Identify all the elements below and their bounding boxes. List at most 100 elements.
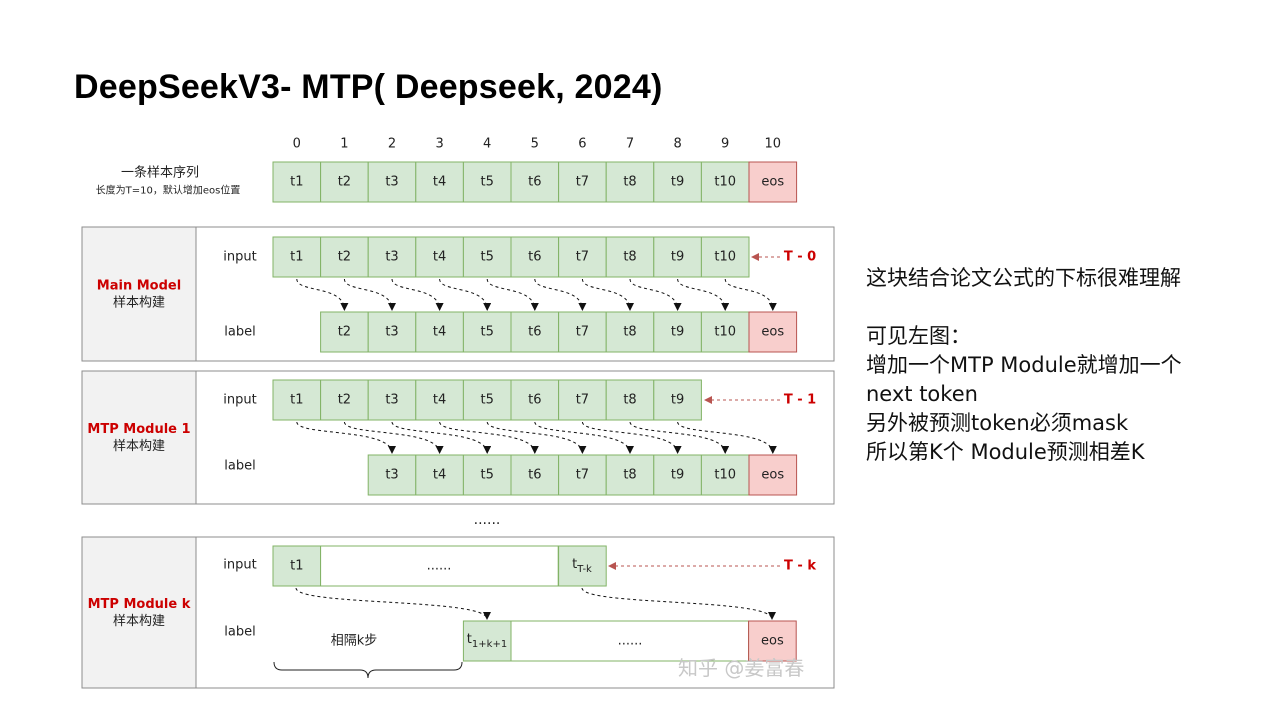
main-input-token-4 bbox=[415, 236, 464, 278]
mtpk-label-first bbox=[462, 620, 512, 662]
main-label-token-text-3: t4 bbox=[433, 325, 446, 340]
mtpk-input-first bbox=[272, 545, 322, 587]
note-line-5: 另外被预测token必须mask bbox=[866, 411, 1129, 435]
index-9: 9 bbox=[721, 137, 729, 152]
note-line-4: next token bbox=[866, 382, 978, 406]
mtp1-label-token-7 bbox=[653, 454, 702, 496]
main-shift-arrow bbox=[343, 278, 396, 311]
main-input-token-text-6: t6 bbox=[528, 250, 541, 265]
sequence-label: 一条样本序列 bbox=[121, 165, 199, 181]
sequence-token-text-7: t7 bbox=[576, 175, 589, 190]
sequence-token-2 bbox=[320, 161, 369, 203]
mtp1-input-token-6 bbox=[510, 379, 560, 421]
mtpk-sub: 样本构建 bbox=[113, 614, 165, 629]
mtp1-input-token-9 bbox=[653, 379, 702, 421]
mtp1-shift-arrow bbox=[677, 421, 777, 454]
sequence-token-10 bbox=[700, 161, 750, 203]
index-5: 5 bbox=[531, 137, 539, 152]
main-input-token-text-1: t1 bbox=[290, 250, 303, 265]
sequence-token-text-1: t1 bbox=[290, 175, 303, 190]
sequence-token-text-9: t9 bbox=[671, 175, 684, 190]
sequence-token-text-11: eos bbox=[761, 175, 784, 190]
main-shift-arrow bbox=[486, 278, 539, 311]
mtp1-shift-arrow bbox=[629, 421, 730, 454]
mtp1-input-token-text-2: t2 bbox=[338, 393, 351, 408]
main-label-token-text-10: eos bbox=[761, 325, 784, 340]
main-label-token-3 bbox=[415, 311, 464, 353]
main-label-token-text-1: t2 bbox=[338, 325, 351, 340]
mtp1-shift-arrow bbox=[581, 421, 682, 454]
sequence-token-text-3: t3 bbox=[385, 175, 398, 190]
main-label-token-4 bbox=[462, 311, 512, 353]
mtp1-input-token-text-6: t6 bbox=[528, 393, 541, 408]
mtp1-label-token-text-6: t8 bbox=[623, 468, 636, 483]
sequence-token-text-8: t8 bbox=[623, 175, 636, 190]
page-title: DeepSeekV3- MTP( Deepseek, 2024) bbox=[74, 68, 663, 106]
mtp1-label-token-text-1: t3 bbox=[385, 468, 398, 483]
main-input-token-1 bbox=[272, 236, 322, 278]
explanation-notes: 这块结合论文公式的下标很难理解 可见左图： 增加一个MTP Module就增加一… bbox=[866, 264, 1266, 467]
main-shift-arrow bbox=[439, 278, 492, 311]
mtp1-name: MTP Module 1 bbox=[87, 422, 190, 437]
mtp1-shift-arrow bbox=[486, 421, 587, 454]
mtpk-name: MTP Module k bbox=[88, 597, 191, 612]
main-shift-arrow bbox=[677, 278, 730, 311]
mtpk-input-last bbox=[558, 545, 607, 587]
mtp1-sub: 样本构建 bbox=[113, 439, 165, 454]
main-input-token-7 bbox=[558, 236, 607, 278]
mtp1-label-token-3 bbox=[462, 454, 512, 496]
sequence-token-8 bbox=[605, 161, 655, 203]
main-shift-arrow bbox=[581, 278, 634, 311]
mtp1-shift-arrow bbox=[391, 421, 492, 454]
main-label-token-2 bbox=[367, 311, 417, 353]
mtpk-label-last-text: eos bbox=[761, 634, 784, 649]
main-label-label: label bbox=[224, 325, 255, 340]
main-shift-arrow bbox=[724, 278, 777, 311]
mtpk-panel-header bbox=[81, 536, 197, 689]
mtp1-label-token-1 bbox=[367, 454, 417, 496]
main-label-token-6 bbox=[558, 311, 607, 353]
mtpk-input-dots: ...... bbox=[427, 559, 452, 574]
sequence-token-6 bbox=[510, 161, 560, 203]
mtpk-input-label: input bbox=[223, 558, 256, 573]
mtpk-input-middle bbox=[320, 545, 559, 587]
mtp1-label-token-text-9: eos bbox=[761, 468, 784, 483]
index-2: 2 bbox=[388, 137, 396, 152]
main-label-token-text-4: t5 bbox=[481, 325, 494, 340]
mtp1-input-token-text-3: t3 bbox=[385, 393, 398, 408]
main-input-token-6 bbox=[510, 236, 560, 278]
main-label-token-text-7: t8 bbox=[623, 325, 636, 340]
mtp1-label-token-text-8: t10 bbox=[714, 468, 736, 483]
main-input-token-text-3: t3 bbox=[385, 250, 398, 265]
sequence-token-9 bbox=[653, 161, 702, 203]
index-0: 0 bbox=[293, 137, 301, 152]
mtpk-label-last bbox=[748, 620, 797, 662]
mtpk-shift-arrow-2 bbox=[581, 587, 776, 620]
sequence-token-11 bbox=[748, 161, 798, 203]
sequence-token-5 bbox=[462, 161, 512, 203]
note-line-2: 可见左图： bbox=[866, 324, 971, 348]
watermark: 知乎 @姜富春 bbox=[678, 656, 805, 680]
mtpk-gap-text: 相隔k步 bbox=[331, 634, 378, 649]
main-model-panel-header bbox=[81, 226, 197, 362]
mtpk-shift-arrow-1 bbox=[295, 587, 491, 620]
mtp1-label-token-text-3: t5 bbox=[481, 468, 494, 483]
main-input-token-text-10: t10 bbox=[714, 250, 736, 265]
sequence-token-text-6: t6 bbox=[528, 175, 541, 190]
note-line-6: 所以第K个 Module预测相差K bbox=[866, 440, 1145, 464]
main-input-token-2 bbox=[320, 236, 369, 278]
index-4: 4 bbox=[483, 137, 491, 152]
mtp1-input-token-text-4: t4 bbox=[433, 393, 446, 408]
main-input-token-text-9: t9 bbox=[671, 250, 684, 265]
index-3: 3 bbox=[435, 137, 443, 152]
mtpk-input-first-text: t1 bbox=[290, 559, 303, 574]
main-input-token-text-7: t7 bbox=[576, 250, 589, 265]
index-10: 10 bbox=[765, 137, 782, 152]
mtp1-label-token-9 bbox=[748, 454, 798, 496]
mtp1-shift-arrow bbox=[296, 421, 396, 454]
note-line-3: 增加一个MTP Module就增加一个 bbox=[866, 353, 1182, 377]
main-input-token-text-5: t5 bbox=[481, 250, 494, 265]
mtp1-label-token-text-2: t4 bbox=[433, 468, 446, 483]
mtp1-label-token-text-4: t6 bbox=[528, 468, 541, 483]
